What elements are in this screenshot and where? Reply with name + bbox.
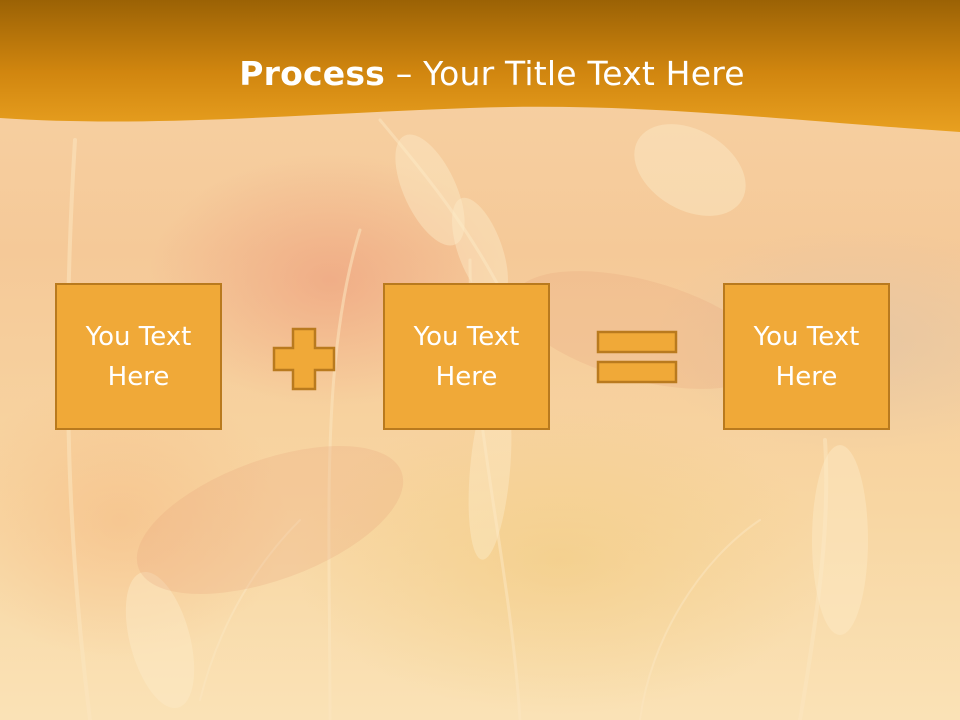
text-box-3-label: You Text Here: [753, 321, 860, 392]
slide-title: Process – Your Title Text Here: [0, 50, 960, 98]
text-box-2[interactable]: You Text Here: [383, 283, 550, 430]
plus-icon: [272, 327, 336, 391]
title-rest: – Your Title Text Here: [385, 54, 745, 93]
text-box-2-label: You Text Here: [413, 321, 520, 392]
equals-icon: [596, 330, 678, 384]
title-bold: Process: [239, 54, 386, 93]
title-banner: [0, 0, 960, 132]
text-box-1[interactable]: You Text Here: [55, 283, 222, 430]
text-box-1-label: You Text Here: [85, 321, 192, 392]
text-box-3[interactable]: You Text Here: [723, 283, 890, 430]
